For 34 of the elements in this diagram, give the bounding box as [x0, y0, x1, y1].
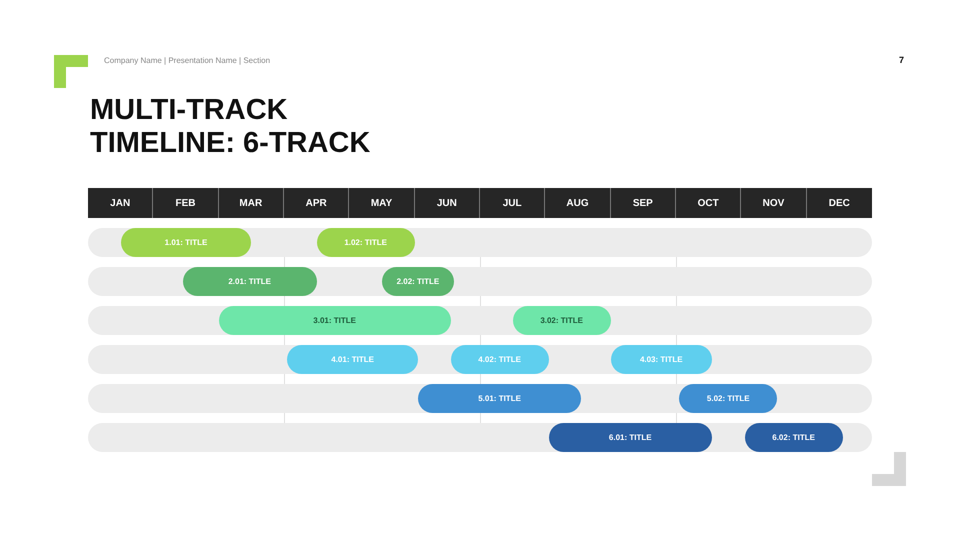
task-bar: 2.02: TITLE — [382, 267, 454, 296]
month-header-cell: JUL — [480, 188, 546, 218]
month-header-cell: NOV — [741, 188, 807, 218]
month-header-cell: FEB — [153, 188, 219, 218]
task-bar: 1.02: TITLE — [316, 228, 415, 257]
task-bar: 3.02: TITLE — [512, 306, 611, 335]
task-bar: 6.02: TITLE — [744, 423, 843, 452]
track-band — [88, 423, 872, 452]
task-bar: 6.01: TITLE — [548, 423, 712, 452]
header-text: Company Name | Presentation Name | Section — [104, 56, 270, 65]
task-bar: 4.02: TITLE — [450, 345, 549, 374]
month-header-cell: AUG — [545, 188, 611, 218]
month-header-cell: JUN — [414, 188, 480, 218]
task-bar: 5.02: TITLE — [679, 384, 778, 413]
slide-title: MULTI-TRACK TIMELINE: 6-TRACK — [90, 94, 372, 160]
track-band — [88, 267, 872, 296]
track-band — [88, 345, 872, 374]
task-bar: 4.03: TITLE — [610, 345, 712, 374]
task-bar: 4.01: TITLE — [287, 345, 418, 374]
track-band — [88, 384, 872, 413]
month-header-cell: MAR — [218, 188, 284, 218]
track-band — [88, 228, 872, 257]
task-bar: 5.01: TITLE — [418, 384, 582, 413]
month-header-cell: JAN — [88, 188, 154, 218]
task-bar: 1.01: TITLE — [120, 228, 252, 257]
page-number: 7 — [898, 55, 904, 65]
task-bar: 2.01: TITLE — [182, 267, 317, 296]
month-header-cell: DEC — [806, 188, 872, 218]
month-header-cell: SEP — [610, 188, 676, 218]
track-band — [88, 306, 872, 335]
task-bar: 3.01: TITLE — [218, 306, 451, 335]
month-header-cell: MAY — [349, 188, 415, 218]
month-header-cell: OCT — [676, 188, 742, 218]
month-header-cell: APR — [284, 188, 350, 218]
